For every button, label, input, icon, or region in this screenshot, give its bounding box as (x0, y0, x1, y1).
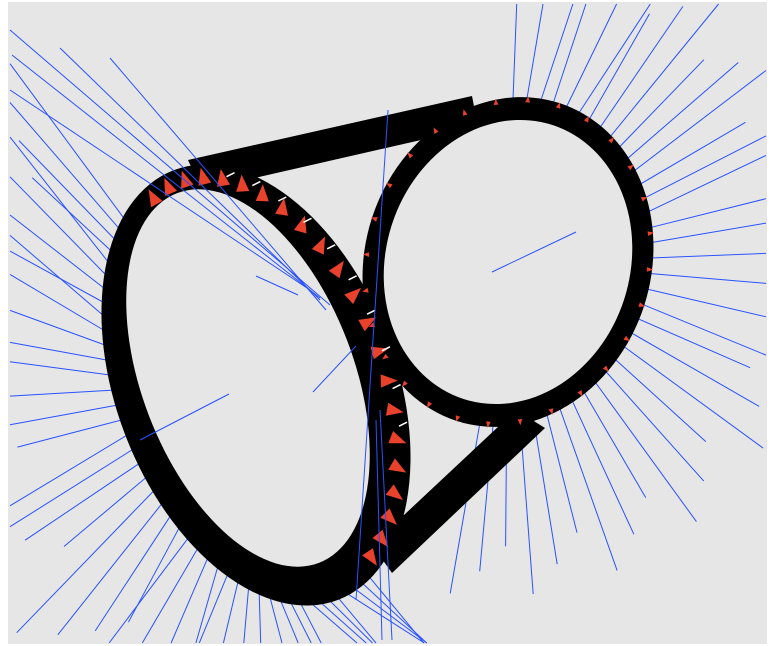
3d-viewport[interactable] (0, 0, 769, 646)
mesh-render-canvas[interactable] (0, 0, 769, 646)
